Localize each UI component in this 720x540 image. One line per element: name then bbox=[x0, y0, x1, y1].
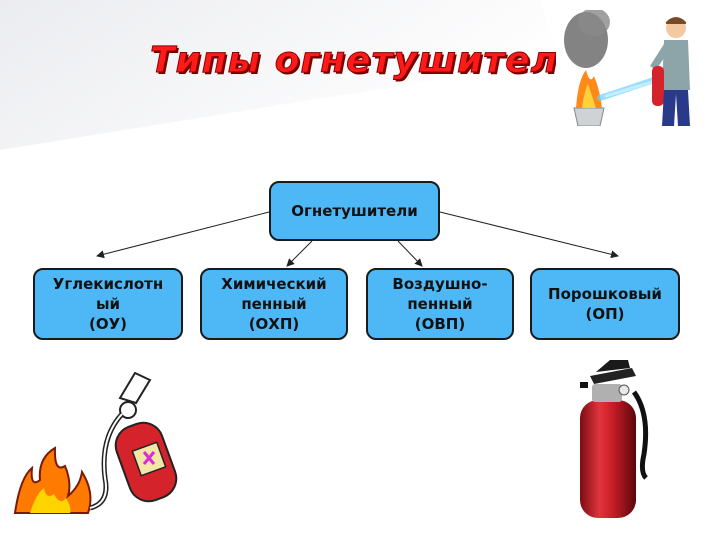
root-node: Огнетушители bbox=[269, 181, 440, 241]
connector-arrow bbox=[397, 240, 423, 267]
child-node-powder: Порошковый (ОП) bbox=[530, 268, 680, 340]
child-node-co2: Углекислотн ый (ОУ) bbox=[33, 268, 183, 340]
connector-arrow bbox=[96, 211, 270, 259]
child-node-chemical-foam: Химический пенный (ОХП) bbox=[200, 268, 348, 340]
fire-extinguisher-clipart bbox=[13, 371, 178, 514]
page-title: Типы огнетушителей bbox=[150, 40, 610, 82]
connector-arrow bbox=[286, 240, 313, 267]
fire-extinguisher-photo bbox=[540, 354, 682, 524]
child-node-air-foam: Воздушно- пенный (ОВП) bbox=[366, 268, 514, 340]
man-spraying-extinguisher-image bbox=[556, 10, 708, 126]
connector-arrow bbox=[439, 211, 619, 259]
